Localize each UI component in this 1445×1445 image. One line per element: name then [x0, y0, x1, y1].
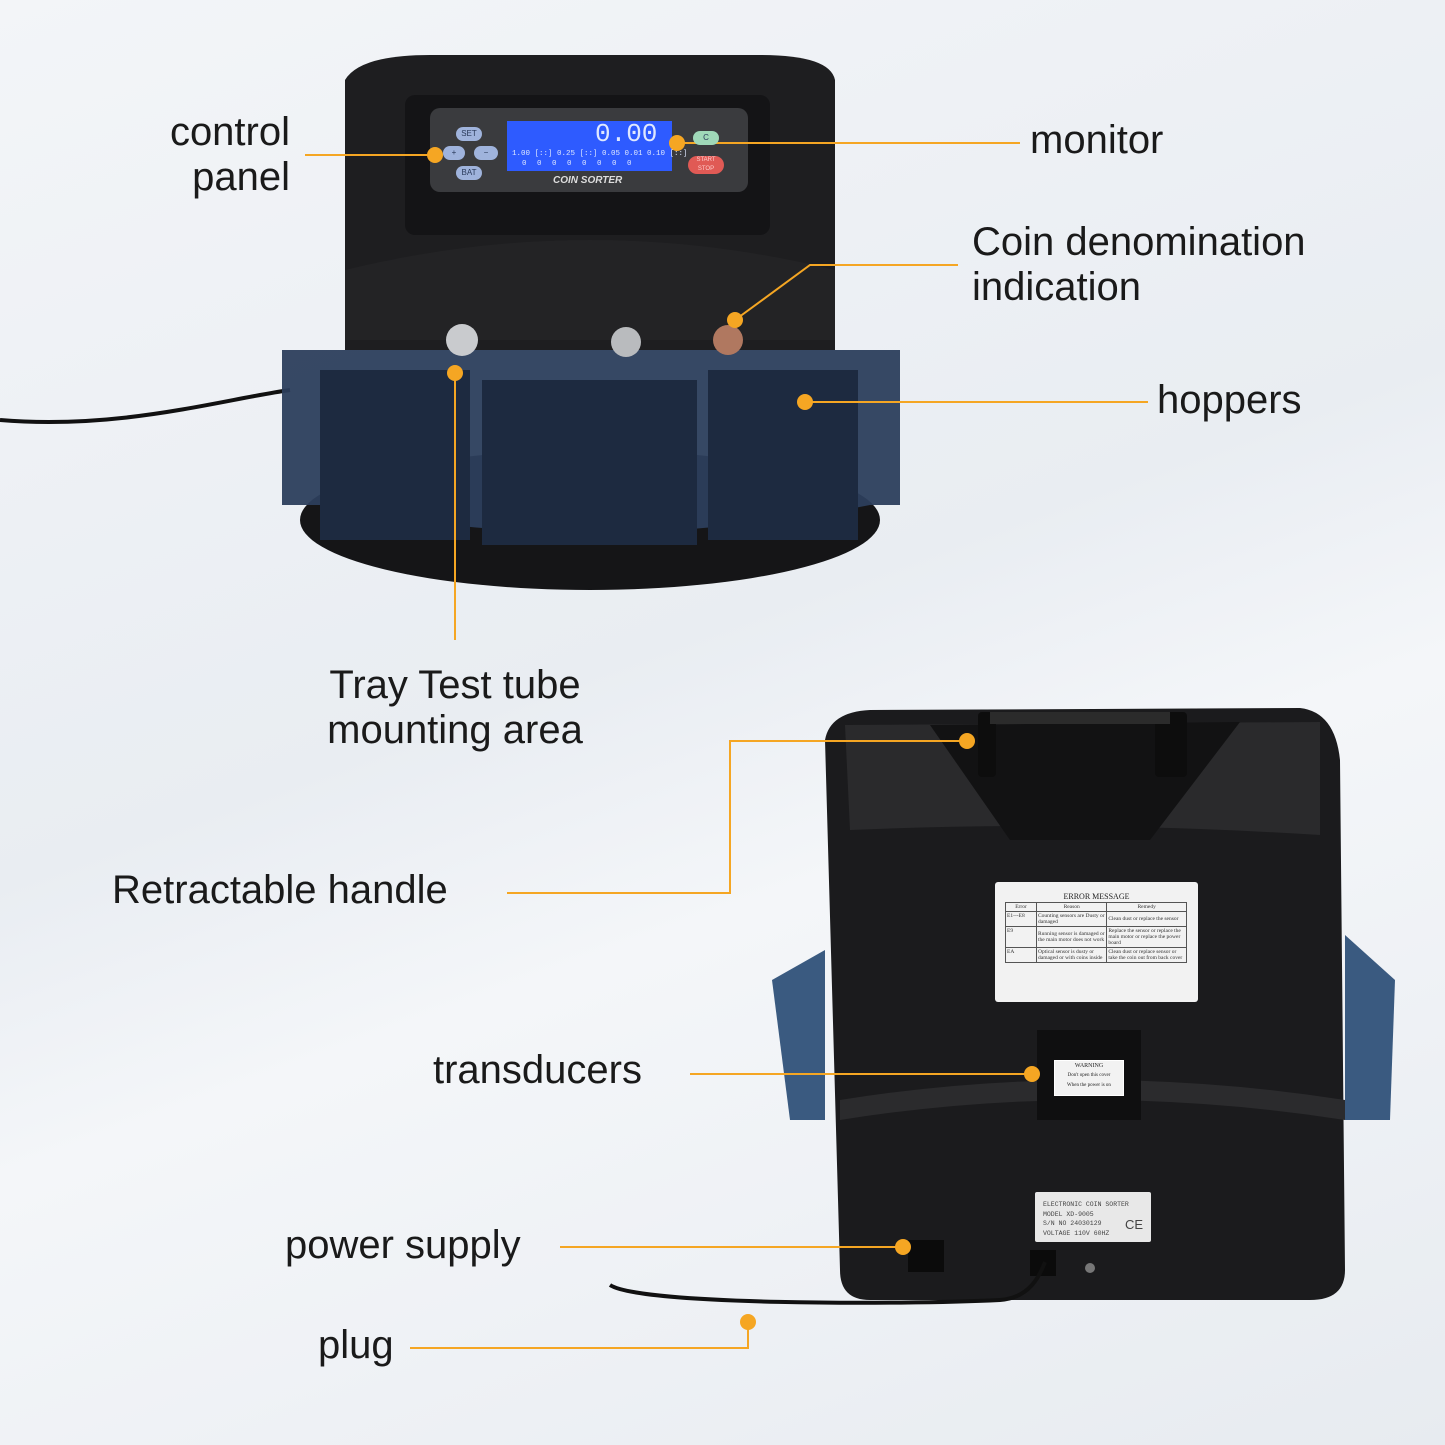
lcd-monitor	[507, 121, 672, 171]
brand-text: COIN SORTER	[553, 175, 623, 186]
power-switch-icon	[908, 1240, 944, 1272]
callout-lines	[305, 142, 1148, 1349]
label-monitor: monitor	[1030, 118, 1164, 162]
nameplate-line: ELECTRONIC COIN SORTER	[1043, 1201, 1129, 1208]
label-retractable-handle: Retractable handle	[112, 868, 448, 912]
coin-sorter-back	[608, 708, 1395, 1305]
minus-button: −	[474, 146, 498, 160]
label-line: indication	[972, 265, 1142, 309]
coin-sorter-front	[0, 55, 900, 590]
label-line: Tray Test tube	[329, 663, 581, 707]
lcd-total: 0.00	[595, 119, 658, 149]
nameplate: ELECTRONIC COIN SORTER MODEL XD-9005 S/N…	[1035, 1192, 1151, 1242]
clear-button: C	[693, 131, 719, 145]
coin-quarter-icon	[446, 324, 478, 356]
callout-dots	[427, 135, 1040, 1330]
nameplate-line: MODEL XD-9005	[1043, 1210, 1094, 1218]
coin-penny-icon	[713, 325, 743, 355]
bat-button: BAT	[456, 166, 482, 180]
warning-title: WARNING	[1074, 1063, 1104, 1069]
label-tray: Tray Test tube mounting area	[300, 663, 610, 753]
warning-line: When the power is on	[1067, 1083, 1111, 1088]
warning-sticker: WARNING Don't open this cover When the p…	[1054, 1060, 1124, 1096]
warning-line: Don't open this cover	[1067, 1073, 1111, 1078]
lcd-denominations: 1.00 [::] 0.25 [::] 0.05 0.01 0.10 [::]	[512, 150, 688, 158]
nameplate-line: VOLTAGE 110V 60HZ	[1043, 1229, 1110, 1237]
label-plug: plug	[318, 1323, 394, 1367]
ce-mark: CE	[1124, 1217, 1143, 1232]
label-transducers: transducers	[433, 1048, 642, 1092]
plug-cord	[608, 1261, 1047, 1305]
set-button: SET	[456, 127, 482, 141]
coin-nickel-icon	[611, 327, 641, 357]
label-power-supply: power supply	[285, 1223, 521, 1267]
label-line: panel	[192, 155, 290, 199]
nameplate-line: S/N NO 24030129	[1043, 1220, 1102, 1227]
start-stop-button: START STOP	[688, 156, 724, 174]
power-cord	[0, 388, 291, 424]
label-hoppers: hoppers	[1157, 378, 1302, 422]
label-coin-denomination: Coin denomination indication	[972, 220, 1306, 310]
label-line: mounting area	[327, 708, 583, 752]
label-line: control	[169, 110, 290, 154]
handle-icon	[990, 712, 1170, 724]
label-line: Coin denomination	[972, 220, 1306, 264]
label-control-panel: control panel	[100, 110, 290, 200]
lcd-counts: 0 0 0 0 0 0 0 0	[522, 160, 632, 168]
plus-button: +	[443, 146, 465, 160]
error-title: ERROR MESSAGE	[1063, 892, 1130, 901]
